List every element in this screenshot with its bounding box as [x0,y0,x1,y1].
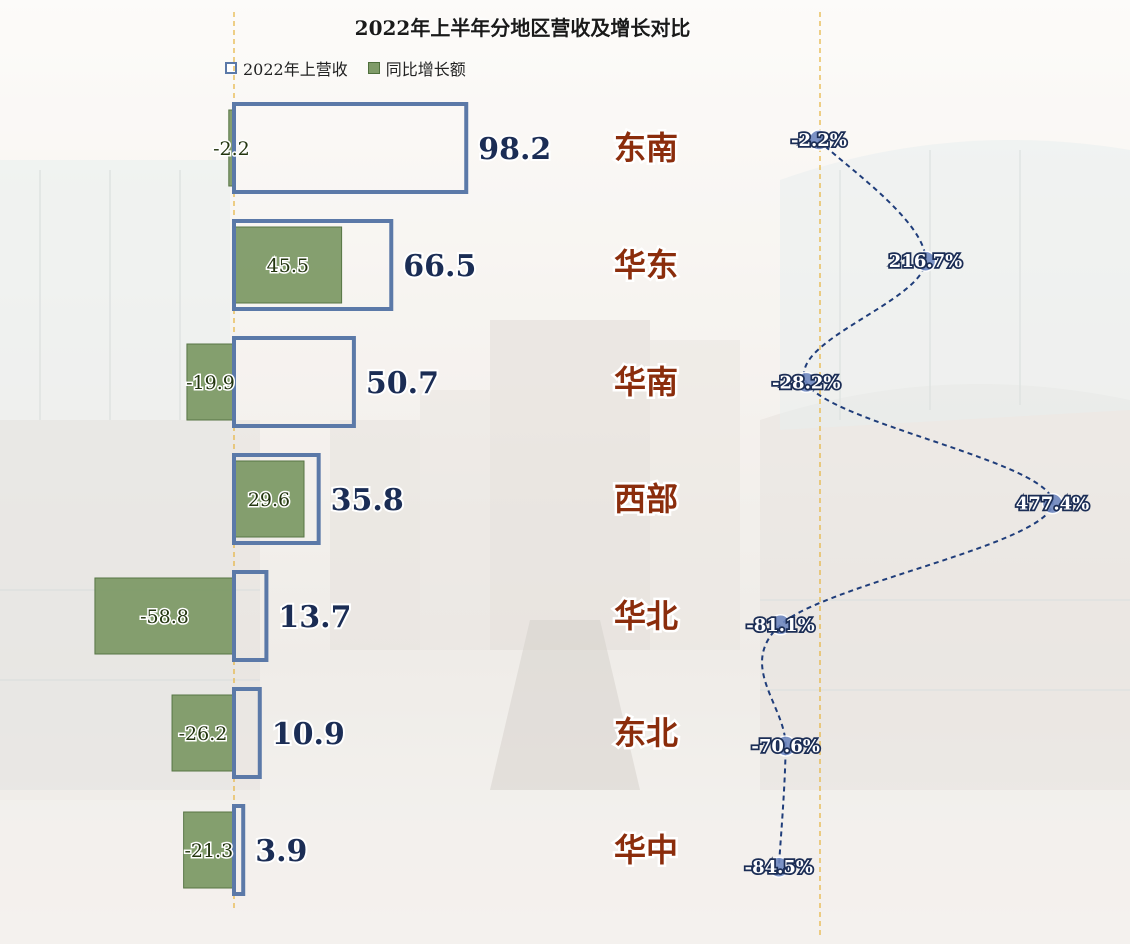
growth-value-label: -26.2 [179,723,228,745]
legend-swatch-growth [367,62,380,74]
legend-label-growth: 同比增长额 [385,60,466,79]
revenue-bar [232,687,262,779]
growth-rate-point [769,614,792,636]
region-label: 华南 [614,363,678,401]
growth-rate-line [761,139,1054,868]
growth-bar [94,577,235,655]
region-label: 东北 [614,714,678,752]
growth-rate-point [1041,492,1064,515]
growth-value-label: 45.5 [267,255,309,277]
revenue-value-label: 50.7 [366,366,439,401]
growth-rate-point [774,735,797,757]
growth-rate-label: -28.2% [772,372,840,393]
growth-rate-label: -70.6% [751,736,819,757]
region-label: 西部 [614,480,678,518]
growth-rate-label: -84.5% [745,857,813,878]
region-label: 华北 [614,597,678,635]
growth-rate-point [808,129,830,151]
revenue-value-label: 66.5 [403,249,476,284]
region-label: 东南 [614,129,678,167]
revenue-bar [232,570,269,662]
growth-rate-point [914,250,937,272]
revenue-bar [232,336,356,428]
revenue-bar [232,453,321,545]
revenue-bar [232,102,469,194]
growth-rate-point [795,371,818,394]
legend-label-revenue: 2022年上营收 [243,60,348,79]
revenue-bar [232,219,394,311]
revenue-value-label: 98.2 [478,132,551,167]
growth-rate-point [768,856,790,878]
growth-value-label: -2.2 [213,138,250,160]
revenue-value-label: 3.9 [255,834,307,869]
revenue-bar [232,804,246,896]
growth-value-label: 29.6 [248,489,290,511]
growth-bar [183,811,235,889]
growth-bar [171,694,235,772]
growth-value-label: -21.3 [184,840,233,862]
growth-value-label: -19.9 [186,372,235,394]
growth-rate-label: -2.2% [791,130,847,151]
growth-bar [233,460,305,538]
growth-value-label: -58.8 [140,606,189,628]
revenue-value-label: 13.7 [278,600,351,635]
growth-bar [233,226,343,304]
growth-bar [186,343,235,421]
legend: 2022年上营收 同比增长额 [225,56,466,80]
region-label: 华东 [614,246,678,284]
revenue-value-label: 35.8 [331,483,404,518]
growth-rate-label: 216.7% [889,251,962,272]
growth-rate-label: -81.1% [746,615,814,636]
growth-rate-label: 477.4% [1016,494,1089,515]
revenue-value-label: 10.9 [272,717,345,752]
chart-title: 2022年上半年分地区营收及增长对比 [354,16,691,40]
region-label: 华中 [614,831,678,869]
